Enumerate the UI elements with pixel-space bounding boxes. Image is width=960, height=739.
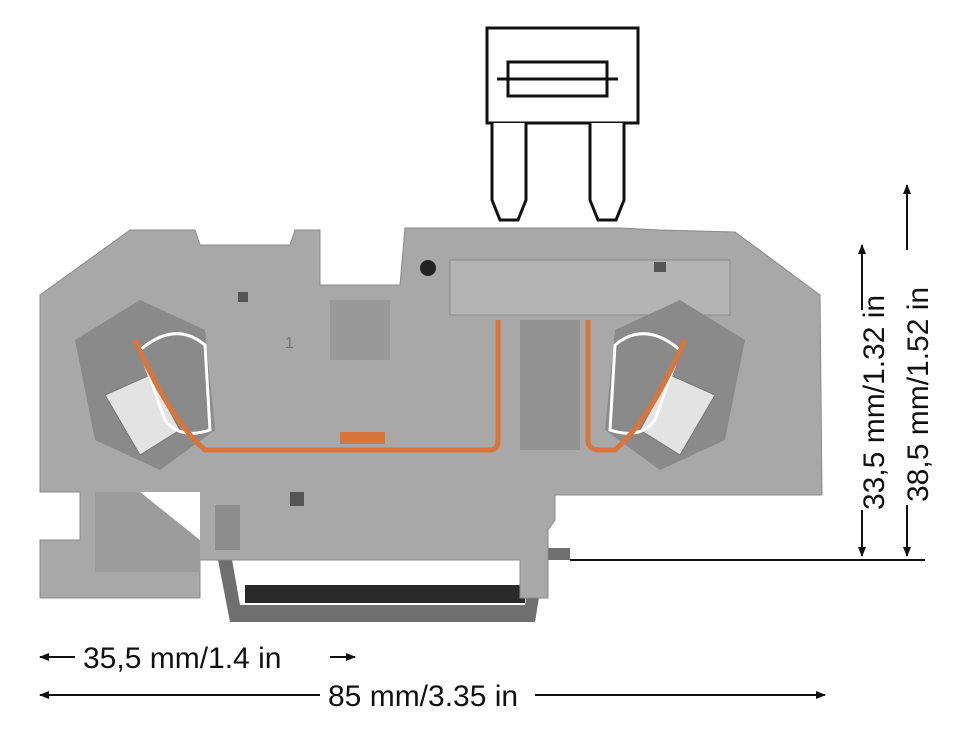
part-label: 1 xyxy=(285,335,294,352)
din-rail xyxy=(200,548,570,622)
dimension-width-partial: 35,5 mm/1.4 in xyxy=(83,642,281,675)
dimension-lines xyxy=(39,184,925,699)
fuse-plug xyxy=(485,26,640,222)
terminal-housing: 1 xyxy=(39,227,823,599)
dimension-width-total: 85 mm/3.35 in xyxy=(328,680,518,713)
conductor-bar xyxy=(132,320,688,453)
dimension-height-body: 33,5 mm/1.32 in xyxy=(858,295,891,510)
dimension-height-total: 38,5 mm/1.52 in xyxy=(902,287,935,502)
